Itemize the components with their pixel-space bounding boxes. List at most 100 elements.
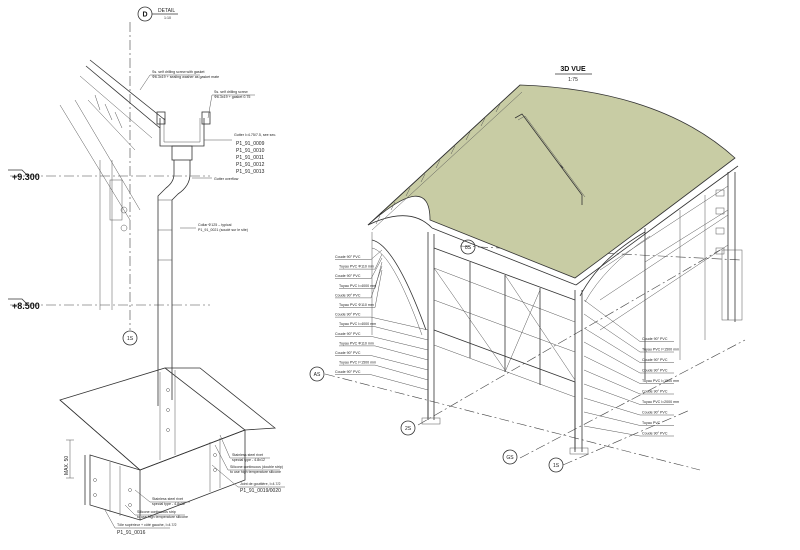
callout-leader	[370, 257, 383, 279]
axis-marker-2s: 2S	[400, 420, 416, 436]
callout-label: Coude 90° PVC	[642, 358, 668, 362]
detail-scale: 1:10	[164, 16, 171, 20]
callout-label: Tuyau PVC l=4000 mm	[339, 284, 376, 288]
callout-leader	[583, 313, 641, 353]
callout-leader	[583, 341, 641, 374]
callout-leader	[374, 345, 429, 361]
axis-marker-gs: GS	[502, 449, 518, 465]
svg-text:Joint de gouttière, l=4.7/2: Joint de gouttière, l=4.7/2	[240, 482, 280, 486]
svg-text:Stainless steel rivet: Stainless steel rivet	[152, 497, 183, 501]
svg-text:P1_91_0011: P1_91_0011	[236, 155, 264, 161]
svg-text:Tôle supérieur + côté gauche,: Tôle supérieur + côté gauche, l=4.7/2	[117, 523, 177, 527]
svg-text:P1_91_0009: P1_91_0009	[236, 141, 265, 147]
detail-marker: D	[142, 12, 147, 19]
callout-leader	[370, 316, 429, 331]
callout-leader	[370, 249, 383, 260]
callout-leader	[583, 299, 641, 342]
callout-leader	[583, 425, 641, 437]
svg-text:Gutter l=4.75/7.5, see sec.: Gutter l=4.75/7.5, see sec.	[234, 133, 276, 137]
view-3d: 3D VUE 1:75	[309, 66, 746, 473]
svg-text:Ss. self drilling screw: Ss. self drilling screw	[214, 90, 248, 94]
left-callouts: Coude 90° PVC Tuyau PVC Φ110 mm Coude 90° …	[335, 249, 429, 391]
callout-leader	[374, 364, 429, 381]
callout-leader	[370, 336, 429, 351]
callout-label: Tuyau PVC	[642, 421, 661, 425]
svg-text:to use high temperature silico: to use high temperature silicone	[230, 470, 281, 474]
svg-text:P1_91_0021 (soudé sur le site): P1_91_0021 (soudé sur le site)	[198, 228, 248, 232]
svg-text:1S: 1S	[127, 336, 134, 342]
detail-d: D DETAIL 1:10 +9.300 +8.500	[8, 6, 276, 406]
callout-leader	[374, 326, 429, 341]
svg-text:P1_91_0016: P1_91_0016	[117, 530, 146, 536]
svg-text:8S: 8S	[465, 245, 472, 251]
axis-marker-1s: 1S	[548, 457, 564, 473]
svg-text:to use high temperature silico: to use high temperature silicone	[137, 515, 188, 519]
back-wall	[599, 185, 729, 360]
callout-leader	[374, 261, 383, 289]
callout-leader	[374, 253, 383, 270]
svg-text:P1_91_0013: P1_91_0013	[236, 169, 265, 175]
callout-label: Coude 90° PVC	[642, 390, 668, 394]
svg-text:Φ6.3x19 + sealing washer as ga: Φ6.3x19 + sealing washer as gasket mate	[152, 75, 219, 79]
callout-leader	[374, 269, 383, 308]
callout-label: Coude 90° PVC	[335, 370, 361, 374]
roof-slope-section	[59, 59, 166, 310]
callout-label: Coude 90° PVC	[642, 411, 668, 415]
level-label: +8.500	[12, 301, 40, 311]
callout-leader	[583, 355, 641, 384]
gutter-joint-detail: MAX. 50 Stainless steel rivet special ty…	[59, 367, 285, 536]
callout-label: Coude 90° PVC	[335, 293, 361, 297]
callout-label: Tuyau PVC Φ110 mm	[339, 303, 374, 307]
svg-text:Silicone continuous (double st: Silicone continuous (double strip)	[230, 465, 283, 469]
right-callouts: Coude 90° PVC Tuyau PVC l=1500 mm Coude 90…	[583, 299, 679, 437]
callout-leader	[583, 397, 641, 416]
callout-label: Tuyau PVC Φ110 mm	[339, 341, 374, 345]
view-3d-scale: 1:75	[568, 77, 578, 83]
callout-leader	[583, 411, 641, 426]
svg-text:Stainless steel rivet: Stainless steel rivet	[232, 453, 263, 457]
callout-leader	[370, 265, 383, 298]
callout-label: Coude 90° PVC	[335, 255, 361, 259]
svg-text:Φ6.3x19 + gasket 0.75: Φ6.3x19 + gasket 0.75	[214, 95, 250, 99]
callout-label: Coude 90° PVC	[642, 432, 668, 436]
level-marker-8500: +8.500	[8, 298, 40, 311]
axis-marker-1s-detail: 1S	[122, 330, 138, 346]
callout-label: Coude 90° PVC	[335, 332, 361, 336]
callout-label: Tuyau PVC l=1500 mm	[642, 348, 679, 352]
svg-text:special type - 4.8x12: special type - 4.8x12	[232, 458, 265, 462]
svg-text:2S: 2S	[405, 426, 412, 432]
max-dimension-label: MAX. 50	[64, 456, 70, 475]
callout-leader	[583, 383, 641, 405]
callout-label: Tuyau PVC Φ110 mm	[339, 265, 374, 269]
roof-surface	[367, 84, 736, 279]
callout-label: Tuyau PVC l=4000 mm	[339, 322, 376, 326]
callout-label: Coude 90° PVC	[335, 313, 361, 317]
svg-text:special type - 4.8x12: special type - 4.8x12	[152, 502, 185, 506]
view-3d-title: 3D VUE	[560, 66, 586, 73]
axis-marker-8s: 8S	[460, 239, 476, 255]
svg-text:P1_91_0012: P1_91_0012	[236, 162, 265, 168]
level-label: +9.300	[12, 172, 40, 182]
callout-label: Tuyau PVC l=1500 mm	[642, 379, 679, 383]
level-marker-9300: +9.300	[8, 169, 40, 182]
side-wall	[433, 247, 576, 398]
callout-label: Coude 90° PVC	[642, 369, 668, 373]
svg-text:Ss. self drilling screw with g: Ss. self drilling screw with gasket	[152, 70, 205, 74]
svg-text:P1_91_0010: P1_91_0010	[236, 148, 265, 154]
callout-label: Coude 90° PVC	[642, 337, 668, 341]
svg-text:Silicone continuous strip: Silicone continuous strip	[137, 510, 176, 514]
callout-label: Coude 90° PVC	[335, 274, 361, 278]
callout-leader	[583, 327, 641, 363]
callout-label: Coude 90° PVC	[335, 351, 361, 355]
gutter-section	[156, 111, 211, 406]
callout-label: Tuyau PVC l=1500 mm	[339, 361, 376, 365]
svg-text:Gutter overflow: Gutter overflow	[214, 177, 239, 181]
callout-leader	[370, 374, 429, 391]
detail-callouts: Ss. self drilling screw with gasket Φ6.3…	[139, 70, 276, 232]
callout-label: Tuyau PVC l=2000 mm	[642, 400, 679, 404]
svg-text:P1_91_0019/0020: P1_91_0019/0020	[240, 488, 281, 494]
svg-text:AS: AS	[314, 372, 321, 378]
callout-leader	[370, 355, 429, 371]
axis-marker-as: AS	[309, 366, 325, 382]
